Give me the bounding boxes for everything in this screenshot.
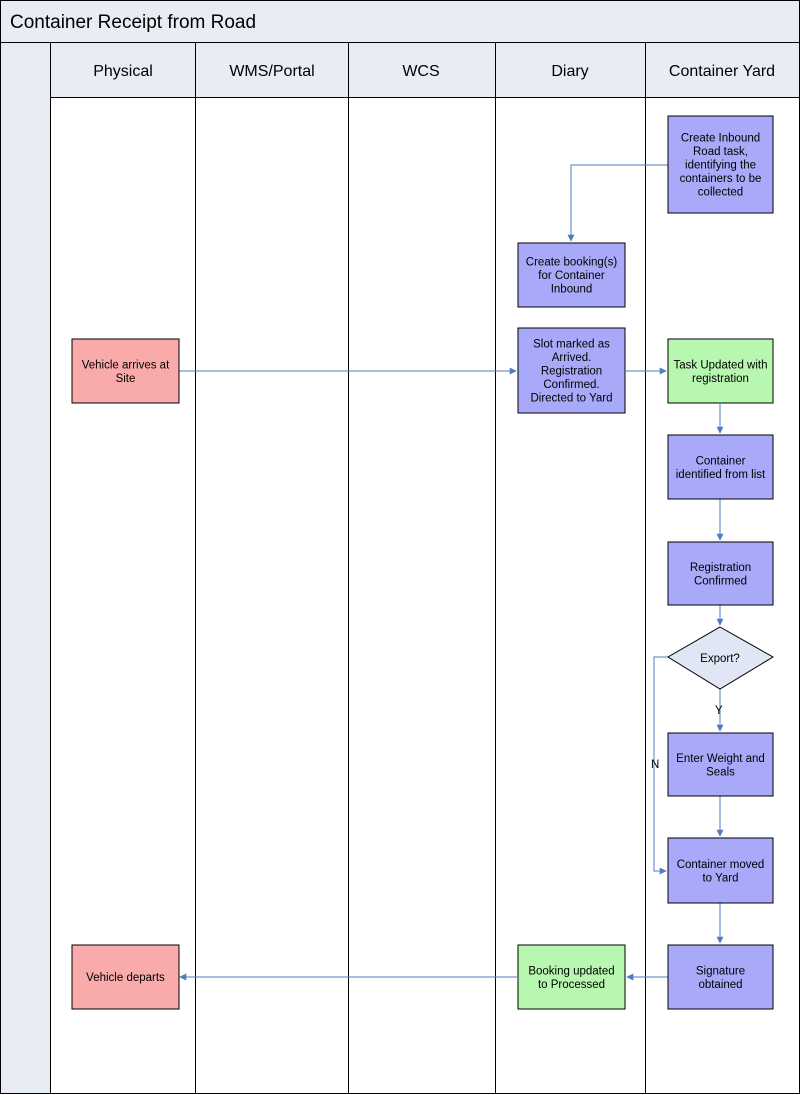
- node-label-line: registration: [692, 373, 749, 385]
- node-box: [667, 338, 774, 404]
- node-box: [667, 837, 774, 904]
- node-box: [667, 541, 774, 606]
- node-box: [71, 944, 180, 1010]
- node-label-line: Directed to Yard: [530, 393, 612, 405]
- edge-label-yes: Y: [715, 705, 723, 717]
- edge-create-inbound-to-bookings: [567, 164, 668, 242]
- lane-label-yard: Container Yard: [669, 63, 775, 80]
- node-container-identified: Container identified from list: [667, 434, 774, 500]
- node-label: Container identified from list: [676, 455, 766, 481]
- node-label: Task Updated with registration: [674, 359, 768, 385]
- node-signature-obtained: Signature obtained: [667, 944, 774, 1010]
- node-label: Vehicle arrives at Site: [82, 359, 170, 385]
- node-label-line: Create booking(s): [526, 257, 618, 269]
- node-label-line: Confirmed.: [543, 379, 599, 391]
- diagram-title: Container Receipt from Road: [10, 12, 256, 33]
- node-label-line: containers to be: [680, 173, 762, 185]
- node-box: [667, 944, 774, 1010]
- node-task-updated: Task Updated with registration: [667, 338, 774, 404]
- node-label-line: collected: [698, 187, 743, 199]
- edge-export-no-to-moved: [653, 656, 668, 875]
- node-label: Export?: [700, 653, 740, 665]
- node-box: [71, 338, 180, 404]
- node-label-line: Slot marked as: [533, 339, 610, 351]
- edges-layer: [179, 164, 724, 981]
- node-vehicle-arrives: Vehicle arrives at Site: [71, 338, 180, 404]
- title-bar: [0, 0, 800, 43]
- node-label-line: Registration: [541, 366, 602, 378]
- edge-label-no: N: [651, 759, 659, 771]
- node-label-line: Booking updated: [528, 965, 614, 977]
- node-box: [667, 115, 774, 214]
- node-label-line: Site: [116, 373, 136, 385]
- node-booking-updated: Booking updated to Processed: [517, 944, 626, 1010]
- lane-label-diary: Diary: [551, 63, 588, 80]
- lane-label-physical: Physical: [93, 63, 153, 80]
- node-box: [517, 944, 626, 1010]
- node-label: Vehicle departs: [86, 972, 165, 984]
- node-box: [517, 242, 626, 308]
- node-label-line: Seals: [706, 766, 735, 778]
- node-label-line: Vehicle arrives at: [82, 359, 170, 371]
- node-label-line: to Yard: [702, 872, 738, 884]
- node-label: Signature obtained: [696, 965, 745, 991]
- node-label-line: Container moved: [677, 859, 765, 871]
- node-label-line: for Container: [538, 270, 605, 282]
- node-label-line: identifying the: [685, 160, 756, 172]
- node-label-line: Inbound: [551, 284, 593, 296]
- lane-header-row: [50, 42, 800, 98]
- node-label-line: Task Updated with: [674, 359, 768, 371]
- node-box: [517, 327, 626, 414]
- lane-label-wcs: WCS: [402, 63, 439, 80]
- node-label-line: Export?: [700, 653, 740, 665]
- node-label-line: Road task,: [693, 146, 748, 158]
- node-label-line: Arrived.: [552, 352, 592, 364]
- lane-label-wms: WMS/Portal: [229, 63, 314, 80]
- node-label-line: Create Inbound: [681, 133, 760, 145]
- node-vehicle-departs: Vehicle departs: [71, 944, 180, 1010]
- node-label-line: Registration: [690, 562, 751, 574]
- left-gutter: [0, 42, 51, 1094]
- decision-diamond: [667, 626, 774, 690]
- node-box: [667, 732, 774, 797]
- node-label-line: Enter Weight and: [676, 753, 765, 765]
- node-label-line: Signature: [696, 965, 745, 977]
- node-label-line: to Processed: [538, 979, 605, 991]
- node-label-line: Confirmed: [694, 575, 747, 587]
- node-export-decision: Export?: [667, 626, 774, 690]
- node-box: [667, 434, 774, 500]
- node-label-line: obtained: [698, 979, 742, 991]
- node-label: Booking updated to Processed: [528, 965, 614, 991]
- node-label-line: Container: [696, 455, 746, 467]
- node-label-line: identified from list: [676, 469, 766, 481]
- node-label-line: Vehicle departs: [86, 972, 165, 984]
